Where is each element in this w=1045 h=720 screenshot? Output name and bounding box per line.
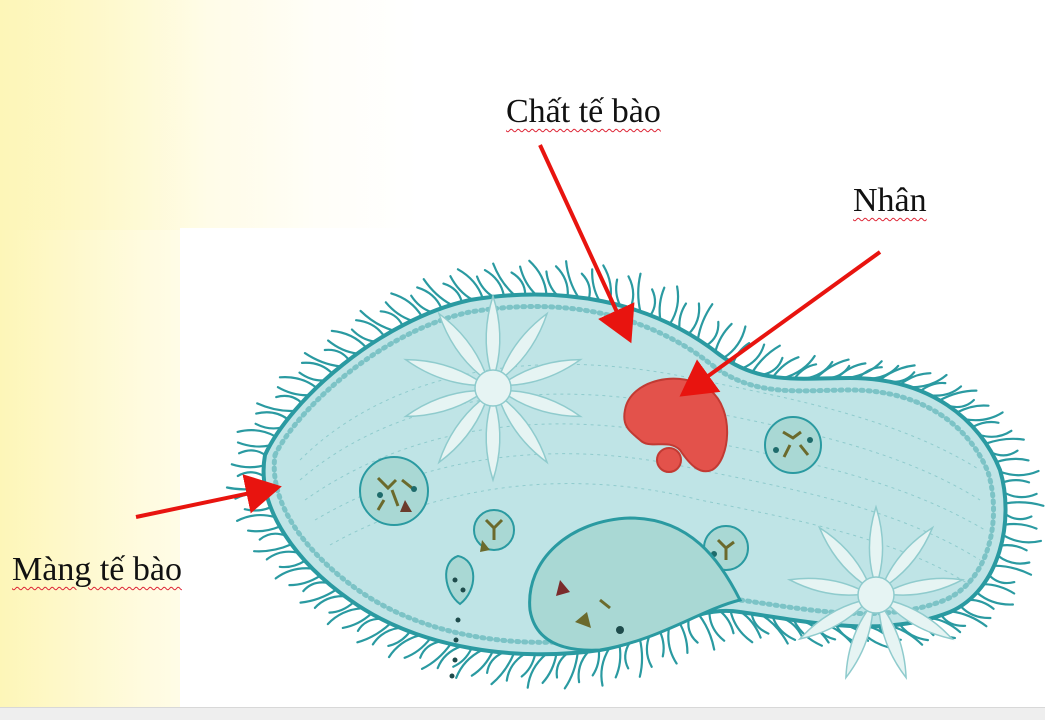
- cilium: [763, 358, 783, 375]
- cilium: [986, 439, 1024, 444]
- cilium: [257, 403, 294, 411]
- cilium: [332, 331, 366, 348]
- cilium: [238, 443, 270, 447]
- cilium: [303, 582, 328, 591]
- cilium: [276, 396, 301, 403]
- cilium: [301, 590, 337, 603]
- cilium: [647, 635, 652, 667]
- cilium: [1001, 471, 1039, 475]
- cilium: [994, 566, 1031, 575]
- cilium: [941, 615, 965, 626]
- cilium: [1003, 480, 1029, 482]
- cilium: [616, 280, 620, 306]
- cilium: [557, 654, 567, 678]
- cilium: [992, 451, 1018, 456]
- cilium: [543, 654, 557, 683]
- cilium: [373, 628, 400, 645]
- cilium: [707, 322, 719, 345]
- cilium: [1001, 545, 1027, 550]
- vacuole-center: [858, 577, 894, 613]
- cilium: [388, 632, 410, 646]
- cilium: [280, 561, 305, 567]
- label-cytoplasm: Chất tế bào: [506, 95, 661, 129]
- cilium: [984, 584, 1015, 593]
- cilium: [352, 330, 375, 342]
- cilium: [629, 276, 634, 308]
- cilium: [679, 304, 686, 329]
- cilium: [458, 269, 483, 298]
- cilium: [1005, 502, 1043, 506]
- cilium: [579, 652, 589, 683]
- cilium: [625, 643, 630, 669]
- cilium: [1005, 493, 1037, 497]
- vacuole-center: [475, 370, 511, 406]
- cilium: [278, 387, 309, 395]
- cilium: [237, 515, 275, 521]
- cilium: [973, 422, 999, 427]
- cilium: [238, 430, 276, 436]
- cilium: [965, 412, 1002, 420]
- cilium: [520, 267, 536, 295]
- cilium: [616, 646, 621, 678]
- cilium: [238, 472, 264, 476]
- cilium: [699, 615, 714, 650]
- cilium: [679, 622, 687, 653]
- cilium: [689, 304, 699, 334]
- cilium: [522, 654, 535, 676]
- cilium: [420, 641, 440, 657]
- bottom-bar: [0, 707, 1045, 720]
- cilium: [256, 424, 282, 429]
- cilium: [328, 608, 363, 624]
- cilium: [670, 287, 678, 324]
- cilium: [556, 266, 568, 296]
- cilium: [305, 353, 341, 366]
- cilium: [227, 487, 265, 490]
- cilium: [260, 534, 286, 540]
- cilium: [267, 552, 298, 560]
- cilium: [245, 507, 271, 510]
- cilium: [477, 277, 493, 297]
- cilium: [731, 611, 753, 642]
- cilium: [1003, 535, 1041, 542]
- cilium: [640, 639, 642, 677]
- cilium: [546, 272, 557, 296]
- arrow-membrane: [136, 488, 274, 517]
- cilium: [638, 274, 640, 312]
- cilium: [650, 289, 655, 315]
- cilium: [997, 459, 1029, 462]
- cilium: [582, 274, 590, 299]
- arrow-nucleus: [686, 252, 880, 392]
- cilium: [1006, 514, 1032, 519]
- cilium: [232, 464, 264, 467]
- cilium: [386, 302, 412, 320]
- cilium: [668, 626, 676, 663]
- cilium: [961, 606, 991, 618]
- cilium: [989, 575, 1014, 583]
- cilium: [328, 341, 357, 354]
- cilium: [980, 431, 1012, 437]
- food-vacuole: [360, 457, 428, 525]
- label-membrane: Màng tế bào: [12, 553, 182, 587]
- cilium: [949, 400, 974, 407]
- cilium: [276, 568, 313, 578]
- cilium: [356, 320, 384, 336]
- cilium: [411, 296, 431, 312]
- cilium: [688, 618, 697, 643]
- cilium: [453, 648, 471, 666]
- cilium: [1005, 524, 1037, 529]
- cilium: [248, 527, 280, 532]
- cilium: [998, 556, 1029, 564]
- cilium: [601, 648, 609, 685]
- cilium: [443, 284, 461, 302]
- cilium: [660, 288, 665, 320]
- food-vacuole: [765, 417, 821, 473]
- cilium: [593, 650, 599, 675]
- cilium: [660, 631, 664, 657]
- cilium: [565, 653, 578, 689]
- cilium: [239, 450, 265, 455]
- cilium: [254, 544, 291, 551]
- label-nucleus: Nhân: [853, 184, 927, 218]
- cilium: [256, 412, 288, 419]
